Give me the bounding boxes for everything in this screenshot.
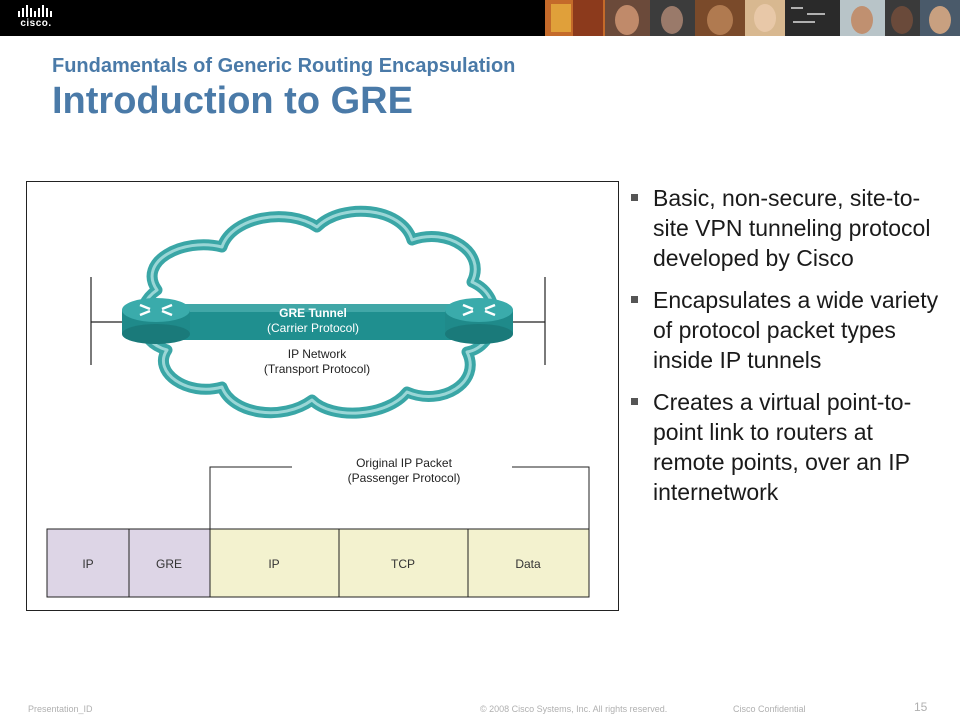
tunnel-title-label: GRE Tunnel [279, 306, 347, 320]
field-label-gre: GRE [156, 557, 182, 571]
field-box-tcp [338, 528, 469, 598]
footer-presentation-id: Presentation_ID [28, 704, 93, 714]
packet-subtitle-label: (Passenger Protocol) [348, 471, 461, 485]
gre-diagram-svg: GRE Tunnel (Carrier Protocol) IP Network… [46, 205, 590, 598]
network-title-label: IP Network [288, 347, 347, 361]
bullet-item: Encapsulates a wide variety of protocol … [629, 285, 949, 375]
packet-fields: IP GRE IP TCP Data [46, 528, 590, 598]
square-bullet-icon [631, 398, 638, 405]
slide-title: Introduction to GRE [52, 80, 413, 122]
right-router-icon [445, 298, 513, 344]
bullet-item: Basic, non-secure, site-to-site VPN tunn… [629, 183, 949, 273]
bullet-text: Basic, non-secure, site-to-site VPN tunn… [653, 185, 931, 271]
page-number: 15 [914, 700, 928, 714]
people-photo-strip [545, 0, 960, 36]
packet-title-label: Original IP Packet [356, 456, 452, 470]
bullet-list: Basic, non-secure, site-to-site VPN tunn… [629, 183, 949, 519]
field-label-ip-inner: IP [268, 557, 279, 571]
bullet-text: Creates a virtual point-to-point link to… [653, 389, 912, 505]
field-label-tcp: TCP [391, 557, 415, 571]
field-box-ip-inner [209, 528, 340, 598]
header-bar: cisco. [0, 0, 960, 36]
gre-tunnel [155, 304, 485, 340]
bullet-item: Creates a virtual point-to-point link to… [629, 387, 949, 507]
field-label-data: Data [515, 557, 541, 571]
cisco-logo: cisco. [12, 4, 60, 32]
bullet-text: Encapsulates a wide variety of protocol … [653, 287, 939, 373]
slide-subtitle: Fundamentals of Generic Routing Encapsul… [52, 55, 516, 77]
tunnel-subtitle-label: (Carrier Protocol) [267, 321, 359, 335]
field-box-data [467, 528, 590, 598]
field-box-ip-outer [46, 528, 130, 598]
network-subtitle-label: (Transport Protocol) [264, 362, 370, 376]
field-label-ip-outer: IP [82, 557, 93, 571]
left-router-icon [122, 298, 190, 344]
gre-tunnel-highlight [155, 304, 485, 312]
footer-copyright: © 2008 Cisco Systems, Inc. All rights re… [480, 704, 668, 714]
cisco-logo-text: cisco. [20, 18, 52, 29]
gre-diagram: GRE Tunnel (Carrier Protocol) IP Network… [26, 181, 619, 611]
footer-confidential: Cisco Confidential [733, 704, 806, 714]
square-bullet-icon [631, 296, 638, 303]
original-packet-bracket [209, 466, 590, 529]
cisco-bars-icon [18, 5, 52, 17]
square-bullet-icon [631, 194, 638, 201]
